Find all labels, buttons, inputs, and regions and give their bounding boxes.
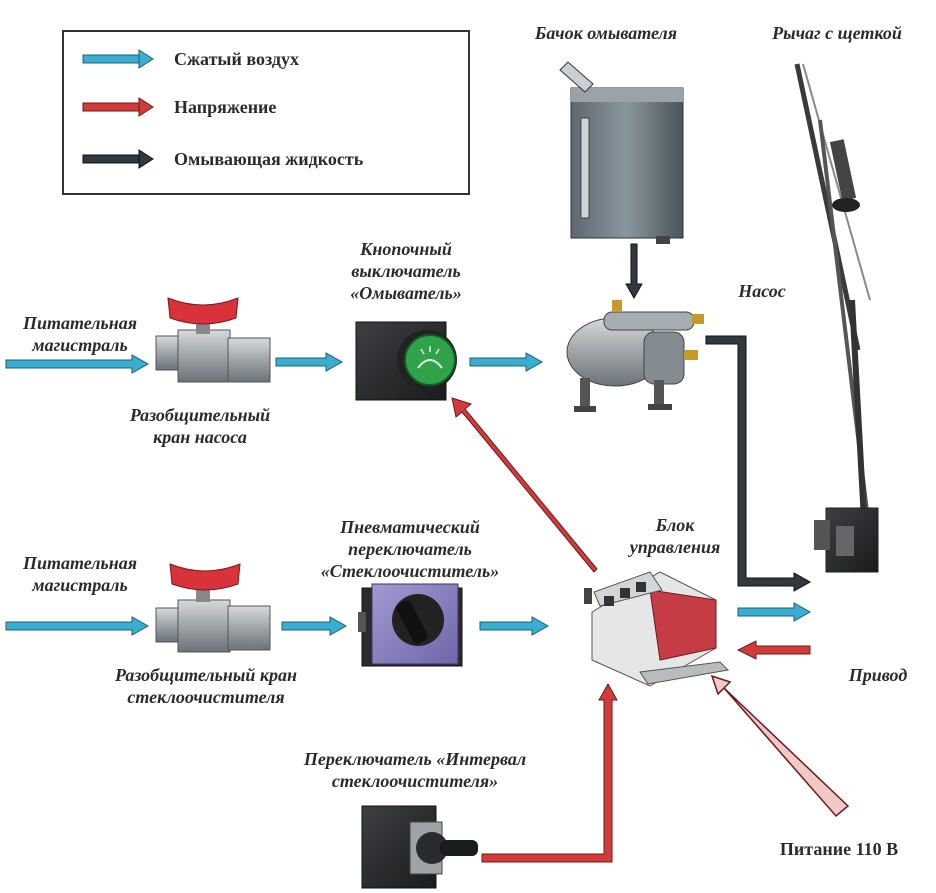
label-wiper-valve-2: стеклоочистителя (127, 687, 285, 707)
air-arrow-valve2-switch (281, 616, 348, 636)
air-arrow-supply-1 (5, 354, 150, 374)
air-arrow-valve1-button (275, 352, 344, 372)
pneumatic-switch-icon (358, 583, 463, 667)
legend-item-voltage: Напряжение (82, 92, 276, 122)
voltage-arrow-control-button (451, 397, 598, 573)
voltage-arrow-drive-control (736, 640, 811, 660)
voltage-arrows (451, 397, 850, 863)
voltage-arrow-icon (82, 97, 154, 117)
label-pump-valve-1: Разобщительный (129, 405, 271, 425)
label-supply-1b: магистраль (32, 335, 128, 355)
label-supply-2b: магистраль (32, 575, 128, 595)
label-push-button-1: Кнопочный (360, 239, 452, 259)
wiper-lever-icon (794, 63, 879, 573)
fluid-arrows (625, 243, 812, 592)
label-push-button-3: «Омыватель» (350, 283, 462, 303)
wiper-valve-icon (155, 563, 271, 653)
label-supply-1a: Питательная (22, 313, 138, 333)
label-drive: Привод (848, 665, 908, 685)
air-arrow-supply-2 (5, 616, 150, 636)
interval-switch-icon (361, 805, 478, 889)
label-wiper-valve-1: Разобщительный кран (115, 665, 297, 685)
legend-item-fluid: Омывающая жидкость (82, 144, 363, 174)
air-arrow-icon (82, 49, 154, 69)
label-control-1: Блок (655, 515, 695, 535)
fluid-arrow-icon (82, 149, 154, 169)
air-arrow-control-drive (737, 602, 812, 622)
legend: Сжатый воздух Напряжение Омывающая жидко… (62, 30, 470, 195)
label-washer-tank: Бачок омывателя (534, 23, 678, 43)
legend-label-air: Сжатый воздух (174, 48, 299, 69)
label-push-button-2: выключатель (351, 261, 461, 281)
air-arrow-button-pump (469, 352, 544, 372)
label-pneumatic-1: Пневматический (340, 517, 480, 537)
pump-valve-icon (155, 297, 271, 383)
washer-tank-icon (559, 61, 684, 244)
legend-label-voltage: Напряжение (174, 96, 277, 117)
label-pump-valve-2: кран насоса (153, 427, 247, 447)
label-supply-2a: Питательная (22, 553, 138, 573)
label-interval-1: Переключатель «Интервал (303, 749, 527, 769)
fluid-arrow-pump-drive (705, 335, 812, 592)
air-arrows (5, 352, 812, 636)
label-power: Питание 110 В (779, 839, 899, 859)
label-control-2: управления (629, 537, 721, 557)
label-lever-brush: Рычаг с щеткой (772, 23, 902, 43)
control-unit-icon (584, 571, 730, 687)
fluid-arrow-tank-pump (625, 243, 643, 300)
legend-item-air: Сжатый воздух (82, 44, 299, 74)
label-pneumatic-3: «Стеклоочиститель» (320, 561, 500, 581)
label-pump: Насос (738, 281, 786, 301)
legend-label-fluid: Омывающая жидкость (174, 148, 364, 169)
pump-icon (566, 300, 704, 412)
label-interval-2: стеклоочистителя» (331, 771, 499, 791)
power-arrow (710, 674, 850, 818)
air-arrow-switch-control (479, 616, 550, 636)
label-pneumatic-2: переключатель (348, 539, 472, 559)
push-button-switch-icon (355, 321, 457, 401)
voltage-arrow-interval-control (481, 682, 618, 863)
